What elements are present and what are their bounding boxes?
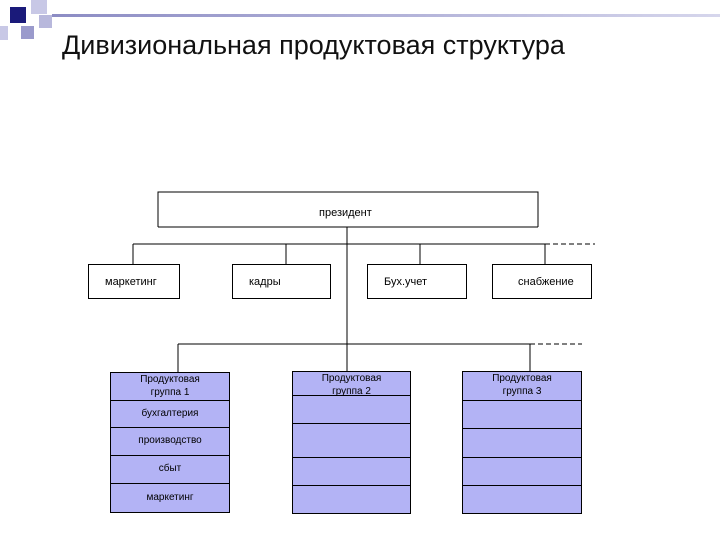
department-label: кадры bbox=[249, 275, 281, 288]
decor-square-mid bbox=[21, 26, 34, 39]
department-supply: снабжение bbox=[492, 264, 592, 299]
group-row bbox=[462, 485, 582, 514]
group-row bbox=[462, 400, 582, 429]
group-row: бухгалтерия bbox=[110, 400, 230, 428]
group-row bbox=[462, 457, 582, 486]
department-label: маркетинг bbox=[105, 275, 157, 288]
department-marketing: маркетинг bbox=[88, 264, 180, 299]
page-title: Дивизиональная продуктовая структура bbox=[62, 30, 565, 60]
department-hr: кадры bbox=[232, 264, 331, 299]
group-row bbox=[292, 395, 411, 424]
group-row bbox=[292, 423, 411, 458]
decor-square-light-left bbox=[0, 26, 8, 40]
group-header: Продуктовая группа 2 bbox=[292, 371, 411, 397]
group-header: Продуктовая группа 1 bbox=[110, 372, 230, 401]
group-row bbox=[292, 457, 411, 486]
department-accounting: Бух.учет bbox=[367, 264, 467, 299]
group-row bbox=[462, 428, 582, 458]
decor-square-small bbox=[39, 15, 52, 28]
president-label: президент bbox=[319, 207, 372, 219]
decor-square-light-top bbox=[31, 0, 47, 14]
group-header: Продуктовая группа 3 bbox=[462, 371, 582, 401]
title-rule bbox=[52, 14, 720, 17]
group-row: сбыт bbox=[110, 455, 230, 484]
department-label: снабжение bbox=[518, 275, 574, 288]
department-label: Бух.учет bbox=[384, 275, 428, 288]
decor-square-dark bbox=[10, 7, 26, 23]
group-row: маркетинг bbox=[110, 483, 230, 513]
group-row bbox=[292, 485, 411, 514]
group-row: производство bbox=[110, 427, 230, 456]
